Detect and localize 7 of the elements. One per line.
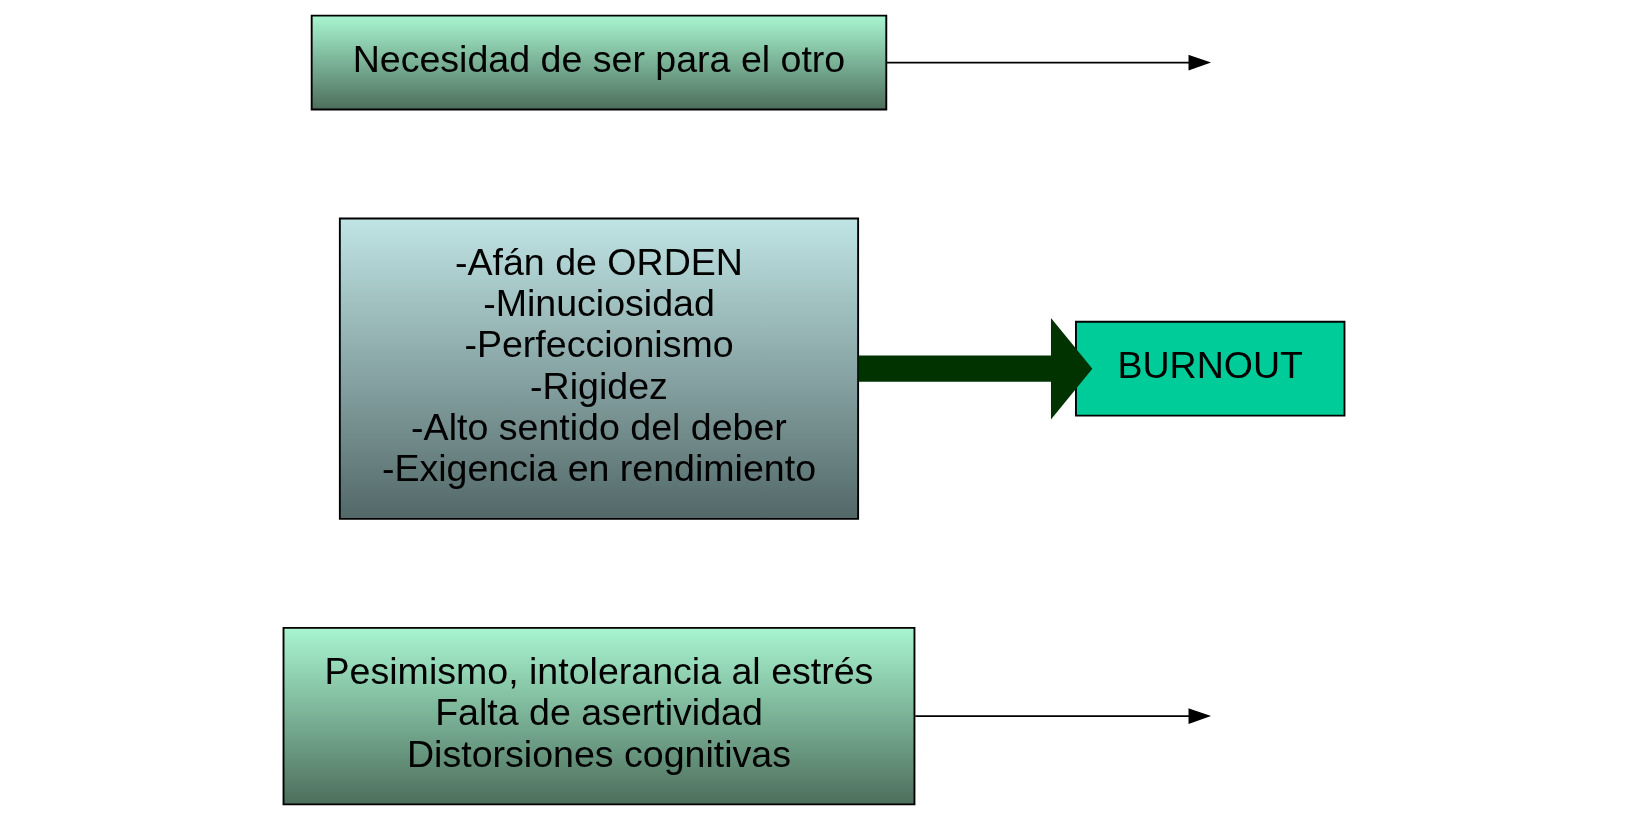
node-box: BURNOUT — [1074, 320, 1345, 417]
node-box: -Afán de ORDEN -Minuciosidad -Perfeccionismo -Rigidez -Alto sentido del deber -Exigencia en rendimiento — [338, 217, 859, 520]
node-box: Necesidad de ser para el otro — [310, 14, 887, 111]
arrow — [885, 54, 1211, 71]
arrow — [858, 318, 1092, 420]
node-box: Pesimismo, intolerancia al estrés Falta de asertividad Distorsiones cognitivas — [282, 626, 915, 806]
arrow — [913, 708, 1211, 724]
